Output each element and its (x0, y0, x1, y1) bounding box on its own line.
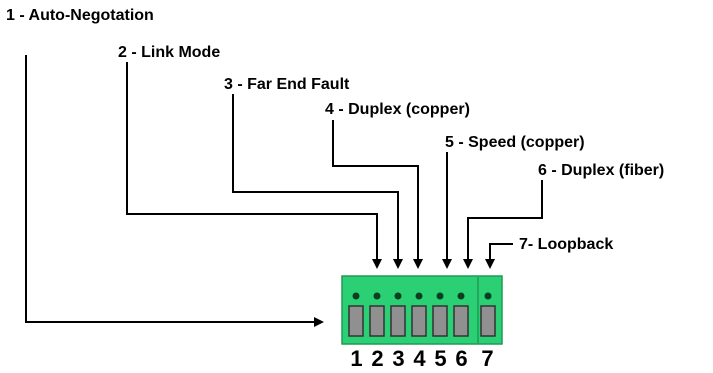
leader-line-1 (25, 55, 324, 327)
label-link-mode: 2 - Link Mode (118, 44, 221, 61)
switch-number-6: 6 (455, 346, 468, 371)
switch-slot-4[interactable] (411, 305, 427, 337)
label-far-end-fault: 3 - Far End Fault (224, 76, 350, 93)
switch-slot-3[interactable] (390, 305, 406, 337)
switch-slot-6[interactable] (453, 305, 469, 337)
switch-slot-1[interactable] (348, 305, 364, 337)
leader-line-3 (232, 94, 403, 269)
leader-line-6 (463, 180, 543, 269)
switch-led-3 (394, 292, 402, 300)
switch-led-6 (457, 292, 465, 300)
leader-line-2 (126, 62, 382, 269)
switch-slot-7[interactable] (480, 305, 496, 337)
switch-slot-5[interactable] (432, 305, 448, 337)
switch-led-5 (436, 292, 444, 300)
switch-number-2: 2 (371, 346, 384, 371)
switch-led-2 (373, 292, 381, 300)
label-speed-copper: 5 - Speed (copper) (445, 134, 585, 151)
label-duplex-copper: 4 - Duplex (copper) (325, 101, 470, 118)
switch-slot-2[interactable] (369, 305, 385, 337)
switch-led-4 (415, 292, 423, 300)
switch-number-7: 7 (481, 346, 494, 371)
leader-line-7 (485, 243, 513, 269)
leader-line-4 (332, 120, 423, 269)
switch-led-7 (484, 292, 492, 300)
switch-number-3: 3 (392, 346, 405, 371)
label-auto-negotiation: 1 - Auto-Negotation (6, 7, 154, 24)
label-duplex-fiber: 6 - Duplex (fiber) (538, 162, 665, 179)
switch-led-1 (352, 292, 360, 300)
switch-number-1: 1 (350, 346, 363, 371)
switch-number-5: 5 (434, 346, 447, 371)
switch-number-4: 4 (413, 346, 426, 371)
label-loopback: 7- Loopback (519, 236, 614, 253)
